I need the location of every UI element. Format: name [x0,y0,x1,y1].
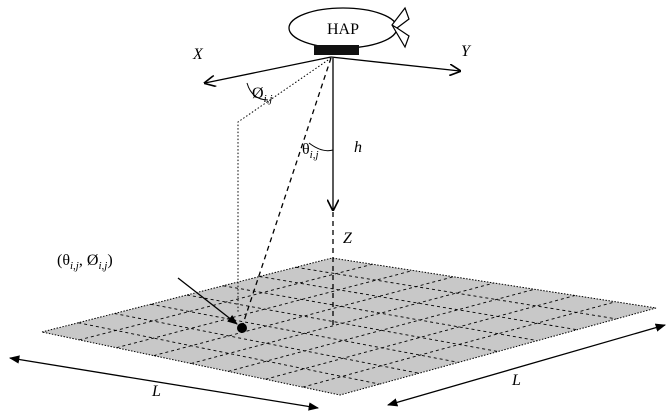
grid-line-vertical [114,313,420,374]
target-pointer-arrow [177,277,238,325]
hap-label: HAP [327,21,359,38]
grid-line-vertical [295,266,617,320]
slant-range-line [241,57,332,328]
hap-antenna-array [314,45,359,55]
grid-line-horizontal [79,263,373,341]
x-axis-label: X [192,46,204,63]
grid-line-horizontal [228,288,535,372]
x-axis-arrow [205,56,332,83]
phi-angle-label: Øi,j [252,85,272,105]
y-axis-label: Y [461,43,472,60]
side-dimension-label: L [511,372,521,389]
height-label: h [354,139,362,156]
front-dimension-label: L [151,383,161,400]
y-axis-arrow [330,56,460,71]
point-coordinate-label: (θi,j, Øi,j) [57,252,113,272]
theta-angle-arc [308,142,334,152]
z-axis-label: Z [343,230,353,247]
front-dimension-arrow [8,355,320,411]
side-dimension-arrow [387,323,666,407]
phi-angle-arc [246,82,269,101]
grid-line-horizontal [153,276,454,357]
theta-angle-label: θi,j [302,141,319,161]
hap-platform: HAP [288,6,410,55]
target-point [237,323,247,333]
projection-line [237,57,332,313]
ground-plane [41,257,657,396]
grid-line-horizontal [190,282,495,364]
hap-tail-fins [391,6,410,49]
